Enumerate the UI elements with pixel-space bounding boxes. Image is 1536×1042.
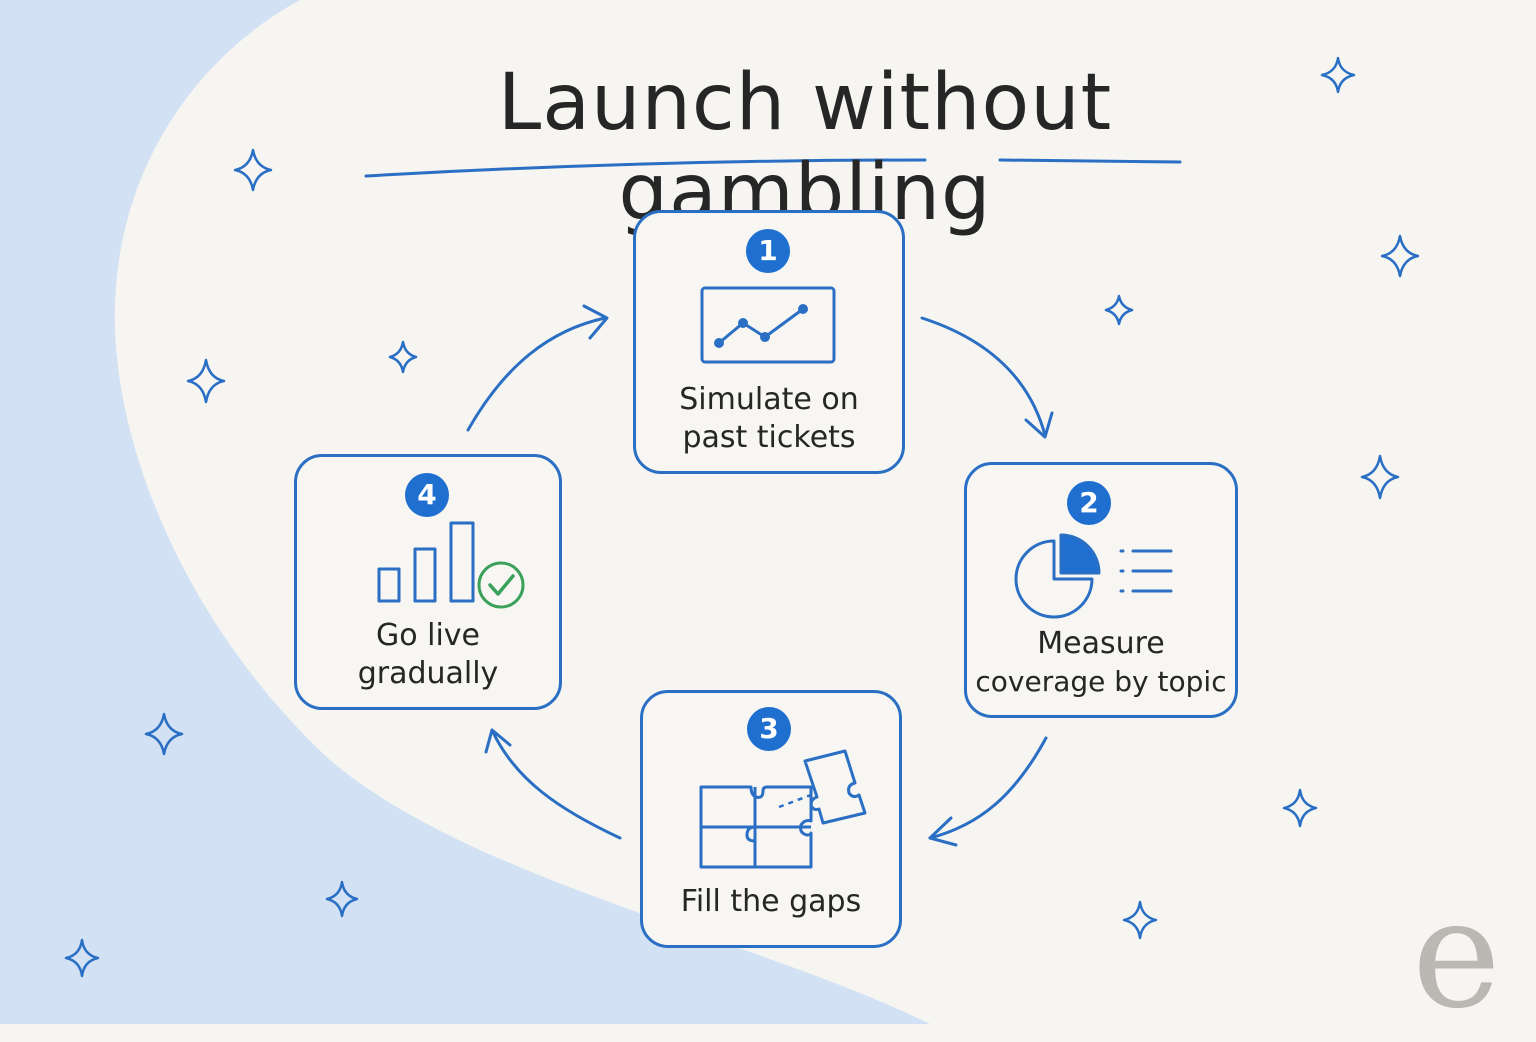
sparkle-icon xyxy=(388,340,418,374)
sparkle-icon xyxy=(325,880,359,918)
arrow-1-to-2 xyxy=(920,316,1047,437)
title-underline xyxy=(364,158,927,178)
step-1-label-line-1: Simulate on xyxy=(679,382,859,417)
step-2-label-line-1: Measure xyxy=(1037,626,1165,661)
sparkle-icon xyxy=(186,358,226,404)
step-4-label-line-2: gradually xyxy=(357,656,499,691)
sparkle-icon xyxy=(1320,56,1356,94)
sparkle-icon xyxy=(1360,454,1400,500)
sparkle-icon xyxy=(1122,900,1158,940)
step-4-card: 4 Go live gradually xyxy=(294,454,562,710)
step-2-card: 2 Measure coverage by topic xyxy=(964,462,1238,718)
arrow-4-to-1 xyxy=(466,316,607,432)
puzzle-icon xyxy=(699,749,867,869)
step-4-label: Go live gradually xyxy=(297,617,559,693)
step-4-badge: 4 xyxy=(405,473,449,517)
step-3-badge: 3 xyxy=(747,707,791,751)
sparkle-icon xyxy=(144,712,184,756)
step-2-badge: 2 xyxy=(1067,481,1111,525)
step-1-badge: 1 xyxy=(746,229,790,273)
check-circle-icon xyxy=(477,561,525,609)
arrow-2-to-3 xyxy=(928,736,1048,840)
step-3-label-line-1: Fill the gaps xyxy=(680,884,862,919)
step-3-card: 3 Fill the gaps xyxy=(640,690,902,948)
arrow-3-to-4 xyxy=(490,728,622,840)
step-4-label-line-1: Go live xyxy=(375,618,481,653)
background-swoosh xyxy=(0,0,930,1024)
bar-chart-check-icon xyxy=(377,521,525,609)
line-chart-icon xyxy=(700,286,836,364)
step-2-label-line-2: coverage by topic xyxy=(975,665,1227,698)
sparkle-icon xyxy=(1104,294,1134,326)
sparkle-icon xyxy=(1380,234,1420,278)
step-3-label: Fill the gaps xyxy=(643,883,899,921)
pie-chart-list-icon xyxy=(1014,533,1173,619)
step-1-label-line-2: past tickets xyxy=(682,420,856,455)
step-2-label: Measure coverage by topic xyxy=(967,625,1235,701)
brand-logo: e xyxy=(1412,868,1501,1042)
sparkle-icons xyxy=(64,56,1420,978)
sparkle-icon xyxy=(64,938,100,978)
step-1-card: 1 Simulate on past tickets xyxy=(633,210,905,474)
title-underline-2 xyxy=(998,158,1182,164)
sparkle-icon xyxy=(233,148,273,192)
step-1-label: Simulate on past tickets xyxy=(636,381,902,457)
sparkle-icon xyxy=(1282,788,1318,828)
